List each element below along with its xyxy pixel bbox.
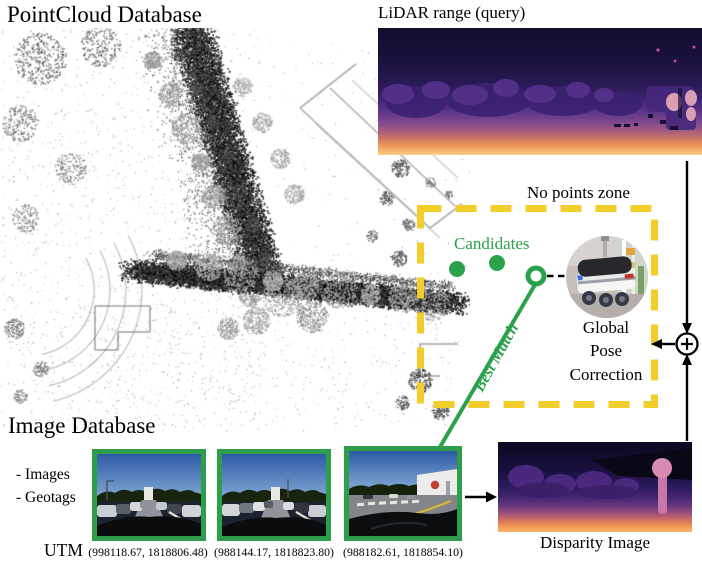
disparity-label: Disparity Image bbox=[540, 533, 650, 552]
utm-coord-1: (998118.67, 1818806.48) bbox=[88, 545, 208, 559]
best-match-label: Best Match bbox=[470, 320, 523, 395]
candidates-label: Candidates bbox=[454, 234, 530, 253]
pointcloud-db-title: PointCloud Database bbox=[7, 2, 202, 27]
database-image-2 bbox=[217, 449, 331, 541]
image-db-title: Image Database bbox=[8, 413, 156, 438]
disparity-to-sum-arrow bbox=[682, 354, 692, 441]
lidar-to-sum-arrow bbox=[682, 161, 692, 334]
utm-coord-2: (988144.17, 1818823.80) bbox=[214, 545, 334, 559]
database-image-3 bbox=[344, 446, 462, 541]
utm-label: UTM bbox=[44, 540, 83, 560]
no-points-zone-label: No points zone bbox=[527, 183, 630, 202]
lidar-range-image bbox=[378, 28, 702, 160]
lidar-range-label: LiDAR range (query) bbox=[378, 3, 526, 22]
robot-photo bbox=[566, 236, 648, 323]
global-pose-correction-label: Global Pose Correction bbox=[569, 318, 643, 384]
best-match-marker bbox=[525, 265, 547, 287]
circled-plus-icon bbox=[675, 332, 699, 356]
geotags-list-item: - Geotags bbox=[16, 489, 76, 506]
database-image-1 bbox=[92, 449, 206, 541]
sum-to-pose-arrow bbox=[651, 339, 675, 349]
candidate-dot bbox=[489, 255, 505, 271]
robot-wheels bbox=[582, 291, 629, 307]
images-list-item: - Images bbox=[16, 466, 70, 483]
utm-coord-3: (988182.61, 1818854.10) bbox=[343, 545, 463, 559]
disparity-image bbox=[498, 442, 692, 537]
image-to-disparity-arrow bbox=[465, 491, 497, 503]
